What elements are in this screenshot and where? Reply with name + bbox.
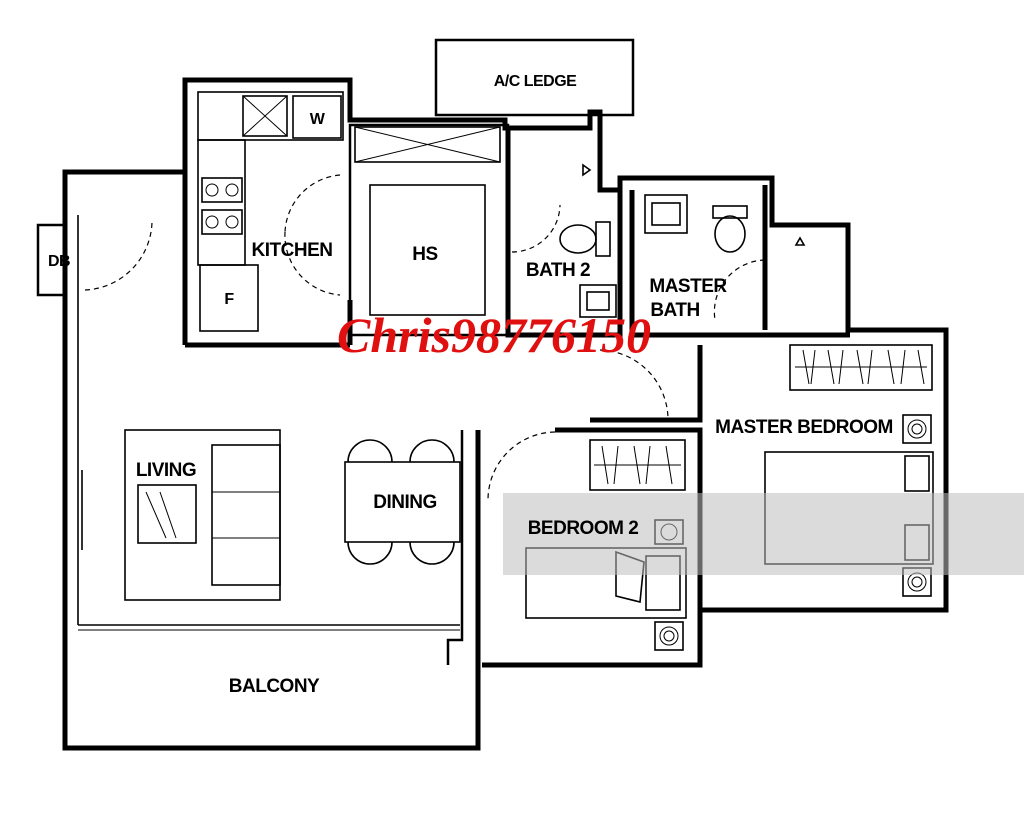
label-kitchen: KITCHEN [252, 240, 333, 261]
overlay-band [503, 493, 1024, 575]
living-rug [124, 429, 281, 601]
door-swing-arc [84, 221, 153, 291]
door-swing-arc [284, 231, 341, 296]
wardrobe-hanger-icon [789, 344, 933, 391]
label-hs: HS [412, 244, 437, 265]
door-swing-arc [284, 174, 341, 233]
toilet-icon [559, 221, 611, 257]
door-swing-arc [713, 259, 766, 321]
dining-table-icon [344, 439, 461, 565]
hs-shelf [354, 126, 501, 163]
label-bedroom2: BEDROOM 2 [528, 518, 639, 539]
label-dining: DINING [373, 492, 437, 513]
label-master-bath-2: BATH [650, 300, 699, 321]
hs-inner [369, 184, 486, 316]
room-labels: A/C LEDGE W KITCHEN HS DB F BATH 2 MASTE… [48, 73, 893, 697]
label-master-bath-1: MASTER [649, 276, 727, 297]
armchair-icon [137, 484, 197, 544]
vent-marker [582, 163, 592, 177]
label-bath2: BATH 2 [526, 260, 590, 281]
stove-burner-icon [201, 177, 243, 235]
label-ac-ledge: A/C LEDGE [494, 73, 577, 90]
wardrobe-hanger-icon [589, 439, 686, 491]
sink-icon [644, 194, 688, 234]
label-master-bedroom: MASTER BEDROOM [715, 417, 893, 438]
fridge-box [199, 264, 259, 332]
label-balcony: BALCONY [229, 676, 320, 697]
ac-ledge-wall [434, 38, 635, 117]
outer-walls [36, 38, 949, 751]
washer-box [292, 95, 342, 139]
watermark-phone: Chris98776150 [337, 307, 651, 363]
vent-marker [794, 236, 806, 246]
door-swing-arc [511, 204, 561, 253]
door-swing-arc [599, 349, 669, 419]
toilet-icon [712, 205, 748, 253]
lamp-icon [654, 621, 684, 651]
living-dining-fixtures [81, 221, 461, 601]
bath-fixtures [511, 163, 806, 321]
kitchen-fixtures [197, 91, 501, 332]
label-washer: W [310, 111, 326, 128]
sink-icon [242, 95, 288, 137]
kitchen-top-counter [197, 91, 344, 141]
label-living: LIVING [136, 460, 196, 481]
label-fridge: F [224, 291, 234, 308]
sofa-icon [211, 444, 281, 586]
lamp-icon [902, 414, 932, 444]
sink-icon [579, 284, 617, 318]
label-db: DB [48, 253, 70, 270]
door-swing-arc [487, 431, 556, 501]
